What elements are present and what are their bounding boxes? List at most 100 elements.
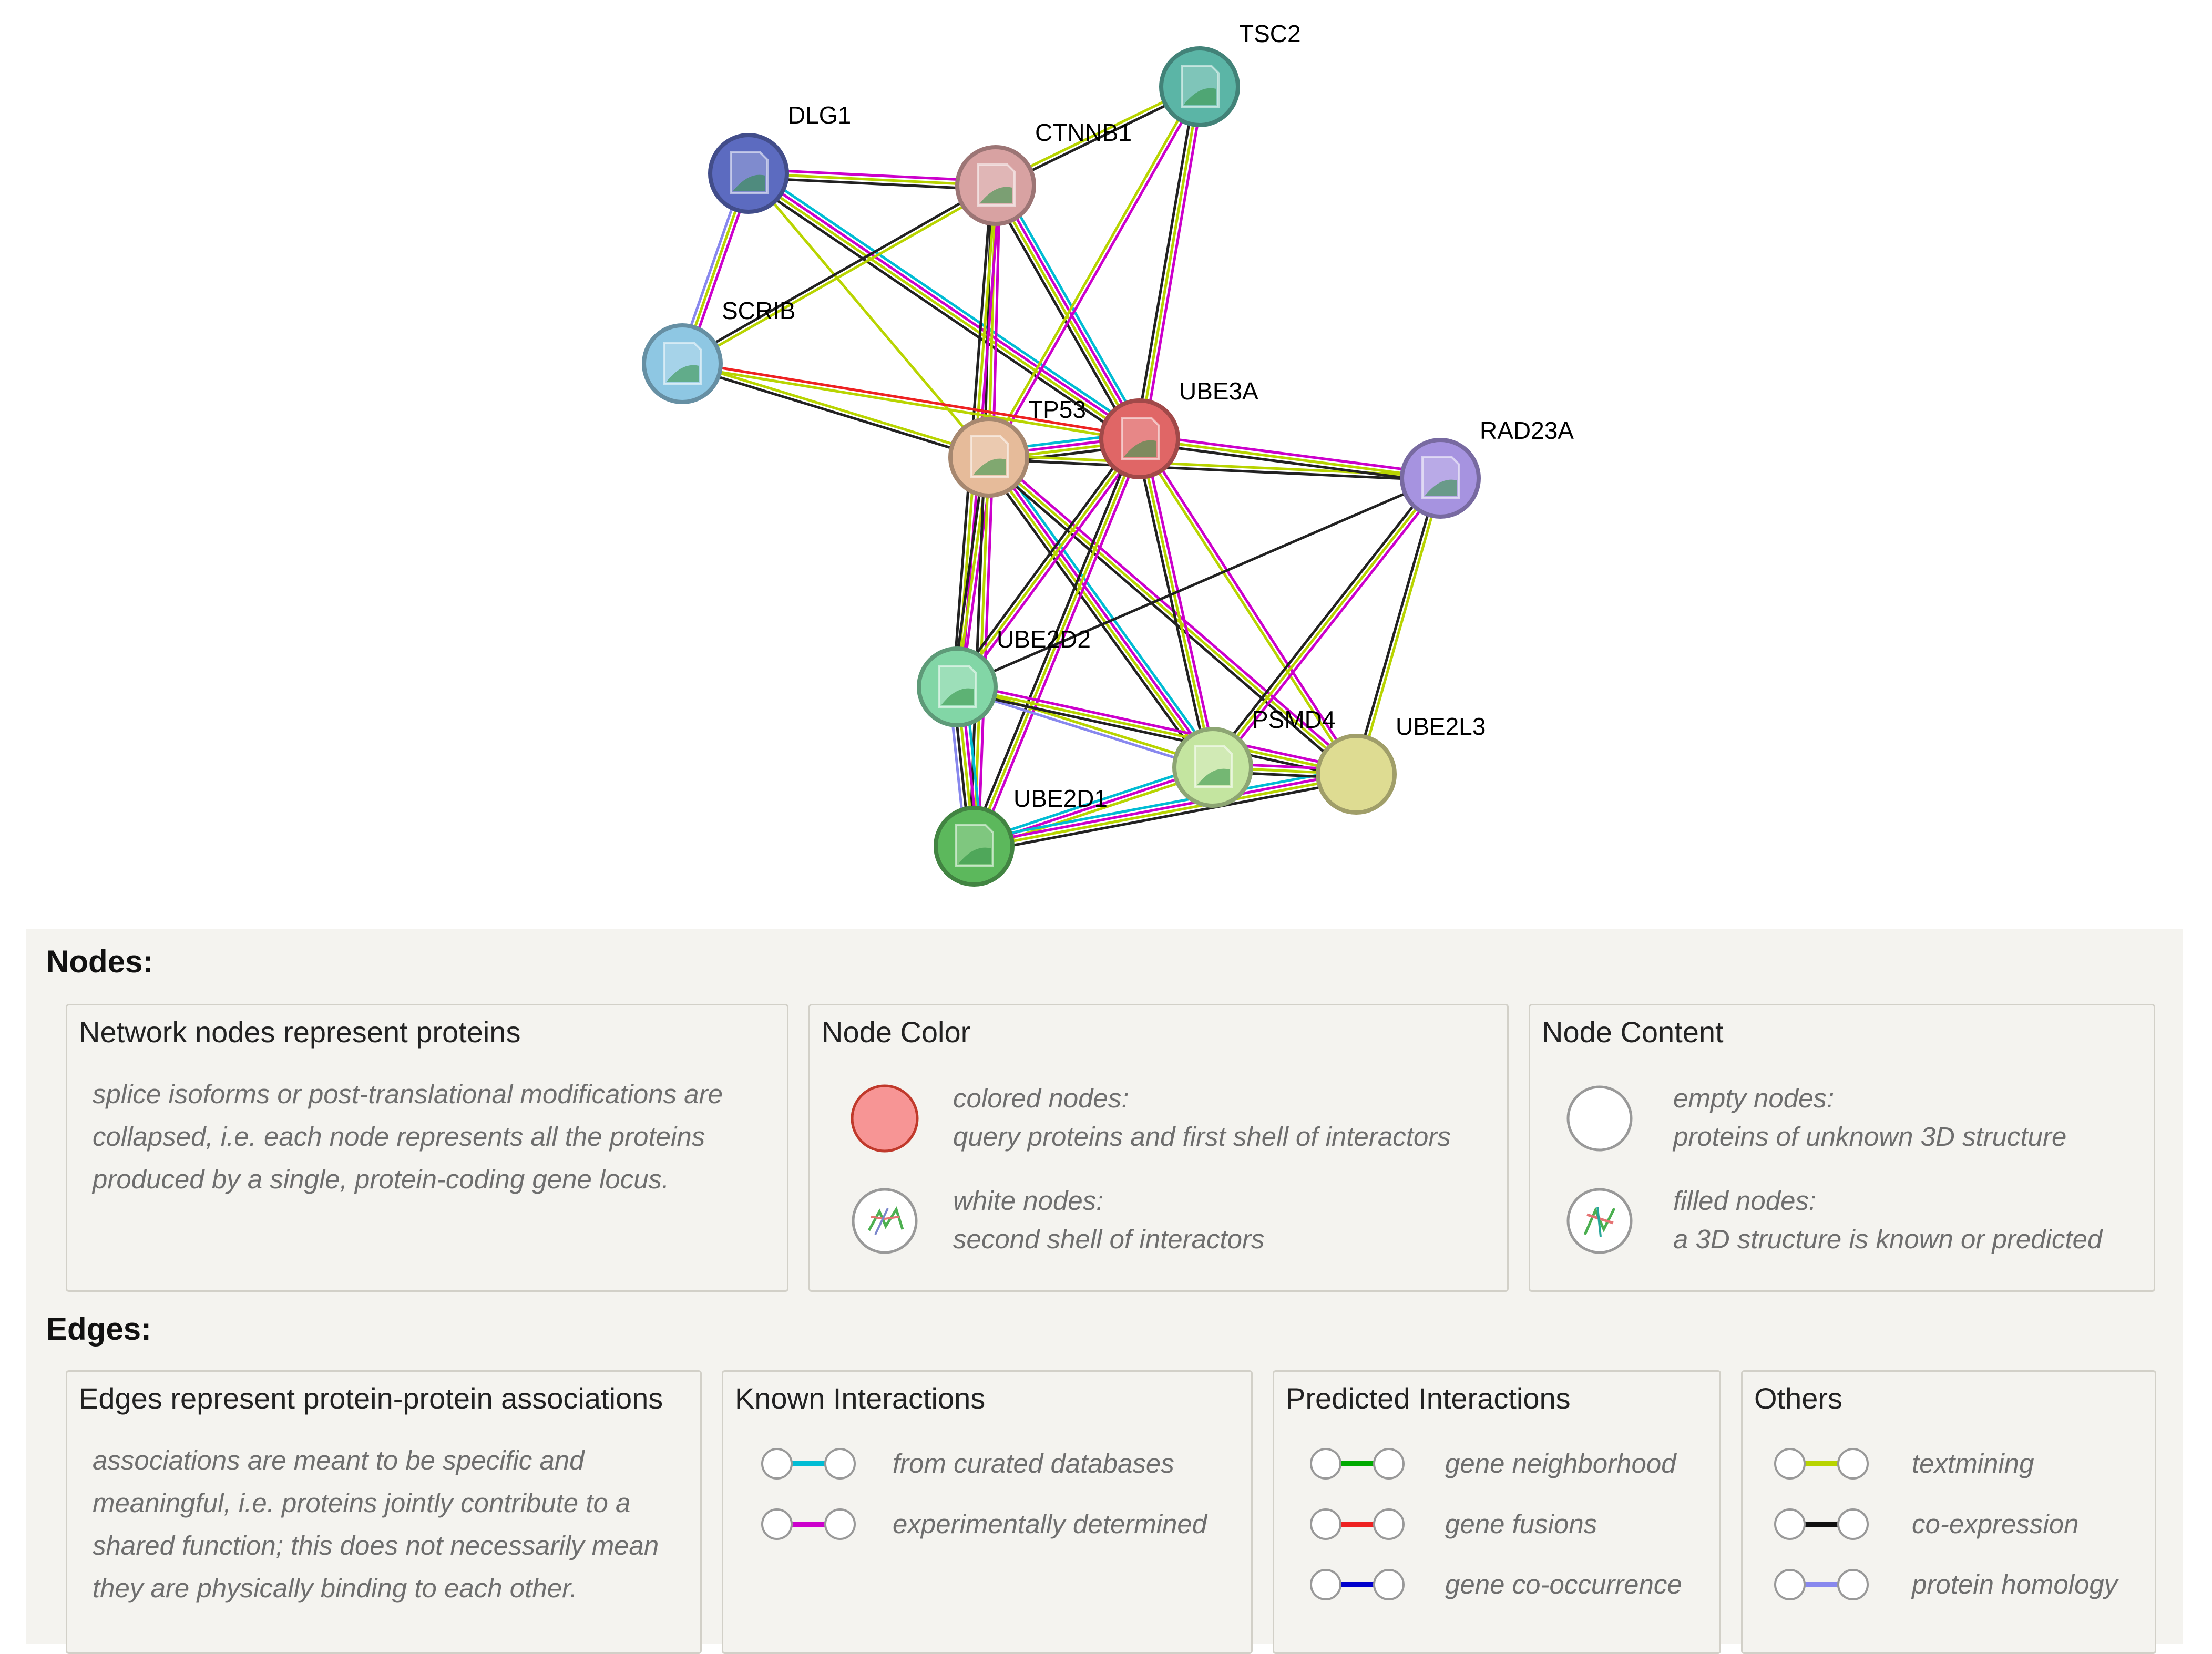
edge-CTNNB1-SCRIB-coexpression[interactable] (680, 182, 996, 363)
edge-UBE3A-UBE2D2-experimental[interactable] (959, 440, 1144, 691)
edge-UBE2D2-UBE2L3-experimental[interactable] (958, 681, 1358, 772)
colored-node-label: colored nodes: (953, 1083, 1129, 1113)
edge-CTNNB1-UBE3A-database[interactable] (1000, 181, 1146, 437)
nodes-section-title: Nodes: (46, 944, 153, 979)
edge-TP53-PSMD4-coexpression[interactable] (982, 460, 1209, 772)
edge-RAD23A-UBE2L3-coexpression[interactable] (1353, 477, 1440, 774)
edge-RAD23A-UBE2D2-coexpression[interactable] (957, 477, 1441, 689)
edge-DLG1-UBE3A-textmining[interactable] (746, 174, 1140, 442)
edge-UBE2D1-PSMD4-database[interactable] (972, 762, 1212, 844)
node-label-tp53: TP53 (1028, 396, 1086, 423)
edge-UBE3A-UBE2D1-coexpression[interactable] (969, 437, 1137, 845)
edge-TSC2-UBE3A-coexpression[interactable] (1134, 86, 1197, 439)
edge-UBE3A-PSMD4-experimental[interactable] (1142, 437, 1218, 767)
edge-TSC2-UBE3A-experimental[interactable] (1142, 87, 1205, 440)
edge-TP53-PSMD4-database[interactable] (992, 453, 1219, 765)
edge-TP53-PSMD4-experimental[interactable] (989, 455, 1216, 767)
node-content-box: Node Content empty nodes: proteins of un… (1529, 1004, 2155, 1292)
edge-UBE2D1-UBE2L3-textmining[interactable] (974, 775, 1357, 850)
edge-SCRIB-UBE3A-fusion[interactable] (682, 360, 1141, 438)
edge-SCRIB-TP53-coexpression[interactable] (681, 364, 989, 461)
edge-UBE2D1-UBE2L3-experimental[interactable] (973, 771, 1356, 846)
node-scrib[interactable] (642, 323, 723, 404)
node-content-title: Node Content (1542, 1015, 1724, 1049)
edge-RAD23A-PSMD4-experimental[interactable] (1215, 480, 1445, 771)
structure-image-fill (1184, 88, 1216, 105)
edge-DLG1-UBE3A-coexpression[interactable] (744, 177, 1137, 445)
edge-TP53-UBE2L3-coexpression[interactable] (985, 459, 1355, 778)
coexpression-edge-sample (1774, 1508, 1869, 1540)
node-circle[interactable] (1316, 734, 1397, 815)
white-node-desc: second shell of interactors (953, 1224, 1265, 1254)
nodes-description-box: Network nodes represent proteins splice … (66, 1004, 788, 1292)
edge-UBE2D2-PSMD4-homology[interactable] (956, 687, 1213, 771)
edge-TSC2-UBE3A-textmining[interactable] (1138, 86, 1201, 439)
edge-RAD23A-PSMD4-textmining[interactable] (1212, 477, 1441, 768)
edge-TP53-UBE2L3-textmining[interactable] (988, 456, 1357, 775)
edge-UBE3A-PSMD4-textmining[interactable] (1138, 438, 1214, 768)
edge-CTNNB1-SCRIB-textmining[interactable] (682, 186, 998, 367)
colored-node-icon (851, 1084, 919, 1153)
edge-DLG1-CTNNB1-coexpression[interactable] (748, 176, 996, 191)
edge-UBE3A-RAD23A-coexpression[interactable] (1139, 441, 1440, 484)
structure-image-fill (958, 847, 991, 864)
edge-SCRIB-UBE3A-textmining[interactable] (681, 364, 1140, 443)
edge-DLG1-CTNNB1-experimental[interactable] (749, 168, 996, 183)
database-edge-sample (761, 1448, 856, 1480)
labels-layer: DLG1CTNNB1TSC2SCRIBTP53UBE3ARAD23AUBE2D2… (722, 20, 1574, 812)
edge-UBE3A-RAD23A-experimental[interactable] (1140, 433, 1441, 476)
edge-UBE3A-UBE2D2-textmining[interactable] (956, 438, 1141, 688)
edge-DLG1-CTNNB1-textmining[interactable] (748, 172, 996, 187)
edge-DLG1-UBE3A-database[interactable] (751, 167, 1144, 435)
edge-UBE2D2-UBE2L3-textmining[interactable] (957, 685, 1357, 776)
node-label-tsc2: TSC2 (1239, 20, 1301, 47)
edge-DLG1-UBE3A-experimental[interactable] (749, 170, 1142, 438)
edge-TP53-RAD23A-coexpression[interactable] (988, 458, 1440, 482)
colored-node-desc: query proteins and first shell of intera… (953, 1122, 1451, 1152)
node-ctnnb1[interactable] (955, 145, 1036, 226)
edge-UBE3A-PSMD4-coexpression[interactable] (1134, 439, 1210, 769)
node-tsc2[interactable] (1159, 46, 1240, 127)
structure-image-fill (667, 365, 699, 382)
edge-RAD23A-UBE2L3-textmining[interactable] (1357, 478, 1444, 775)
edge-UBE2D2-PSMD4-textmining[interactable] (957, 683, 1214, 767)
node-ube2l3[interactable] (1316, 734, 1397, 815)
edge-SCRIB-TP53-textmining[interactable] (682, 360, 990, 457)
edge-CTNNB1-UBE3A-textmining[interactable] (992, 186, 1139, 441)
node-psmd4[interactable] (1172, 727, 1253, 808)
edge-UBE3A-UBE2D2-coexpression[interactable] (953, 435, 1138, 685)
edges-section-title: Edges: (46, 1311, 152, 1347)
edge-UBE2D1-UBE2L3-database[interactable] (972, 766, 1356, 841)
edge-UBE3A-UBE2D1-experimental[interactable] (977, 440, 1145, 848)
node-rad23a[interactable] (1400, 438, 1481, 519)
edge-TSC2-TP53-experimental[interactable] (989, 87, 1203, 459)
others-title: Others (1754, 1382, 1843, 1415)
edge-UBE3A-UBE2L3-textmining[interactable] (1136, 439, 1356, 776)
node-ube2d2[interactable] (917, 646, 998, 727)
neighborhood-edge-sample (1310, 1448, 1405, 1480)
node-ube3a[interactable] (1099, 398, 1180, 479)
structure-image-fill (973, 458, 1006, 475)
edge-TSC2-TP53-textmining[interactable] (986, 85, 1199, 457)
structure-image-fill (1197, 768, 1230, 785)
known-interactions-title: Known Interactions (735, 1382, 986, 1415)
node-ube2d1[interactable] (934, 806, 1015, 887)
structure-image-fill (941, 688, 974, 705)
node-tp53[interactable] (948, 417, 1029, 498)
node-label-psmd4: PSMD4 (1252, 706, 1335, 733)
edge-UBE2D2-UBE2L3-coexpression[interactable] (956, 690, 1356, 780)
edges-description-box: Edges represent protein-protein associat… (66, 1370, 702, 1654)
edge-RAD23A-PSMD4-coexpression[interactable] (1208, 475, 1438, 766)
edge-TP53-UBE2D1-experimental[interactable] (977, 457, 995, 847)
nodes-layer (642, 46, 1481, 887)
edge-TP53-PSMD4-textmining[interactable] (986, 457, 1212, 769)
edge-UBE2D1-UBE2L3-coexpression[interactable] (975, 779, 1358, 854)
experimental-edge-sample (761, 1508, 856, 1540)
node-dlg1[interactable] (708, 133, 789, 214)
edge-CTNNB1-UBE3A-coexpression[interactable] (989, 188, 1135, 443)
edge-UBE3A-UBE2L3-experimental[interactable] (1140, 437, 1359, 774)
homology-edge-sample (1774, 1569, 1869, 1600)
edge-UBE3A-RAD23A-textmining[interactable] (1139, 437, 1441, 480)
structure-image-fill (1124, 440, 1156, 457)
fusion-edge-sample (1310, 1508, 1405, 1540)
